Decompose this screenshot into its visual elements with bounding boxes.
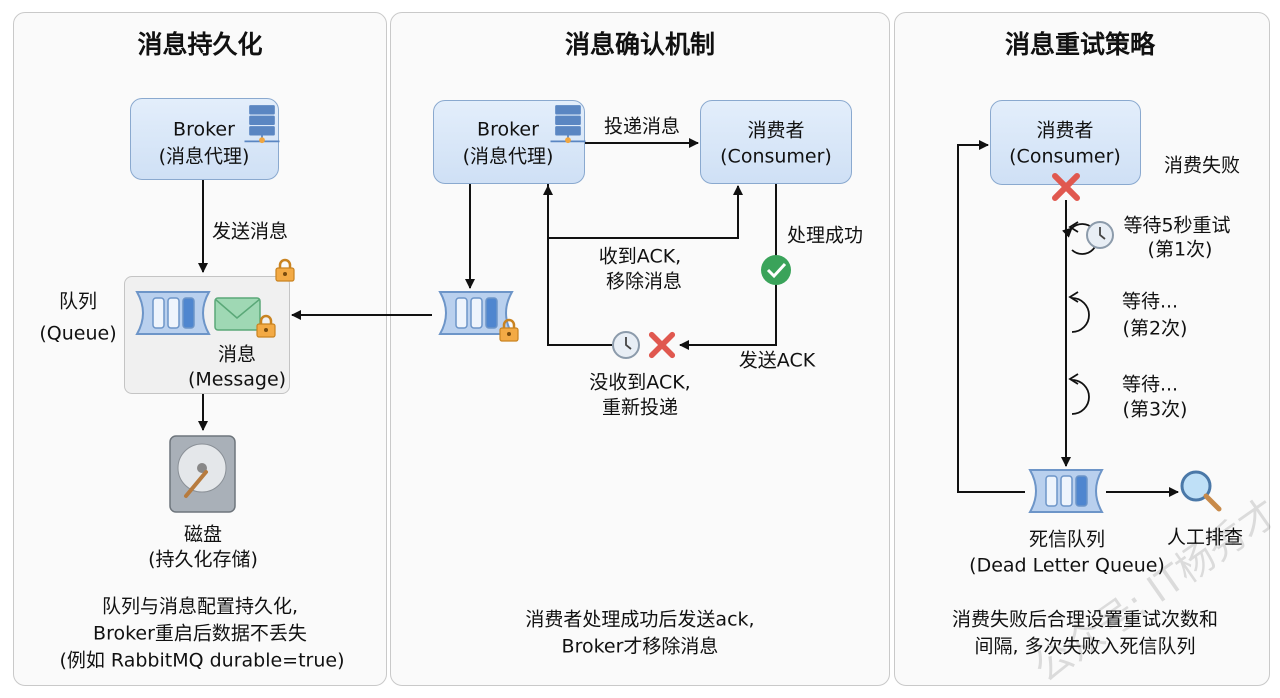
description-line: 消费者处理成功后发送ack, <box>525 608 755 631</box>
magnifier-icon <box>1180 470 1222 512</box>
redeliver-arrow <box>543 185 612 346</box>
panel-title: 消息持久化 <box>137 29 263 59</box>
dead-letter-queue-icon <box>1029 469 1103 513</box>
fail-label: 消费失败 <box>1163 154 1241 177</box>
clock-icon <box>1086 221 1114 249</box>
deliver-label: 投递消息 <box>603 115 681 138</box>
server-icon <box>244 104 280 144</box>
requeue-arrow <box>957 140 1025 493</box>
broker-label: Broker <box>477 118 539 141</box>
retry-loop-icons <box>1061 221 1099 415</box>
description-line: 队列与消息配置持久化, <box>101 595 299 618</box>
consumer-label: 消费者 <box>1036 119 1094 142</box>
disk-icon <box>169 435 236 513</box>
ack-received-label: 移除消息 <box>605 270 683 293</box>
manual-check-label: 人工排查 <box>1166 526 1244 549</box>
description-line: 间隔, 多次失败入死信队列 <box>974 635 1196 658</box>
queue-label: 队列 <box>58 290 98 313</box>
queue-sublabel: (Queue) <box>39 322 117 345</box>
ack-received-label: 收到ACK, <box>598 245 682 268</box>
description-line: Broker重启后数据不丢失 <box>93 622 307 645</box>
broker-label: Broker <box>173 118 235 141</box>
retry-label: 等待... <box>1121 290 1179 313</box>
consumer-label: 消费者 <box>747 119 805 142</box>
server-icon <box>550 104 586 144</box>
send-label: 发送消息 <box>211 220 289 243</box>
retry-label: 等待... <box>1121 373 1179 396</box>
disk-sublabel: (持久化存储) <box>148 548 258 571</box>
send-ack-arrow <box>679 184 777 350</box>
broker-sublabel: (消息代理) <box>158 145 250 168</box>
x-icon <box>652 335 673 356</box>
retry-count: (第1次) <box>1147 238 1213 261</box>
disk-label: 磁盘 <box>183 523 223 546</box>
dlq-sublabel: (Dead Letter Queue) <box>969 554 1165 577</box>
no-ack-label: 没收到ACK, <box>589 371 691 394</box>
no-ack-label: 重新投递 <box>601 396 679 419</box>
check-icon <box>761 255 791 285</box>
send-ack-label: 发送ACK <box>738 349 816 372</box>
process-success-label: 处理成功 <box>786 224 864 247</box>
queue-icon <box>136 291 210 335</box>
retry-count: (第3次) <box>1122 398 1188 421</box>
description-line: 消费失败后合理设置重试次数和 <box>951 608 1219 631</box>
envelope-icon <box>214 297 261 331</box>
description-line: (例如 RabbitMQ durable=true) <box>59 649 345 672</box>
consumer-node-2 <box>700 100 852 184</box>
message-sublabel: (Message) <box>187 368 287 391</box>
clock-icon <box>612 331 640 359</box>
consumer-sublabel: (Consumer) <box>720 145 832 168</box>
x-icon <box>1055 176 1077 198</box>
ack-received-arrow <box>547 184 743 239</box>
panel-title: 消息确认机制 <box>564 29 716 59</box>
message-label: 消息 <box>217 343 257 366</box>
description-line: Broker才移除消息 <box>561 635 719 658</box>
consumer-sublabel: (Consumer) <box>1009 145 1121 168</box>
lock-icon <box>275 258 295 282</box>
consumer-node-3 <box>990 100 1141 185</box>
retry-count: (第2次) <box>1122 317 1188 340</box>
retry-label: 等待5秒重试 <box>1123 214 1231 237</box>
dlq-label: 死信队列 <box>1028 528 1106 551</box>
panel-title: 消息重试策略 <box>1004 29 1156 59</box>
broker-sublabel: (消息代理) <box>462 145 554 168</box>
